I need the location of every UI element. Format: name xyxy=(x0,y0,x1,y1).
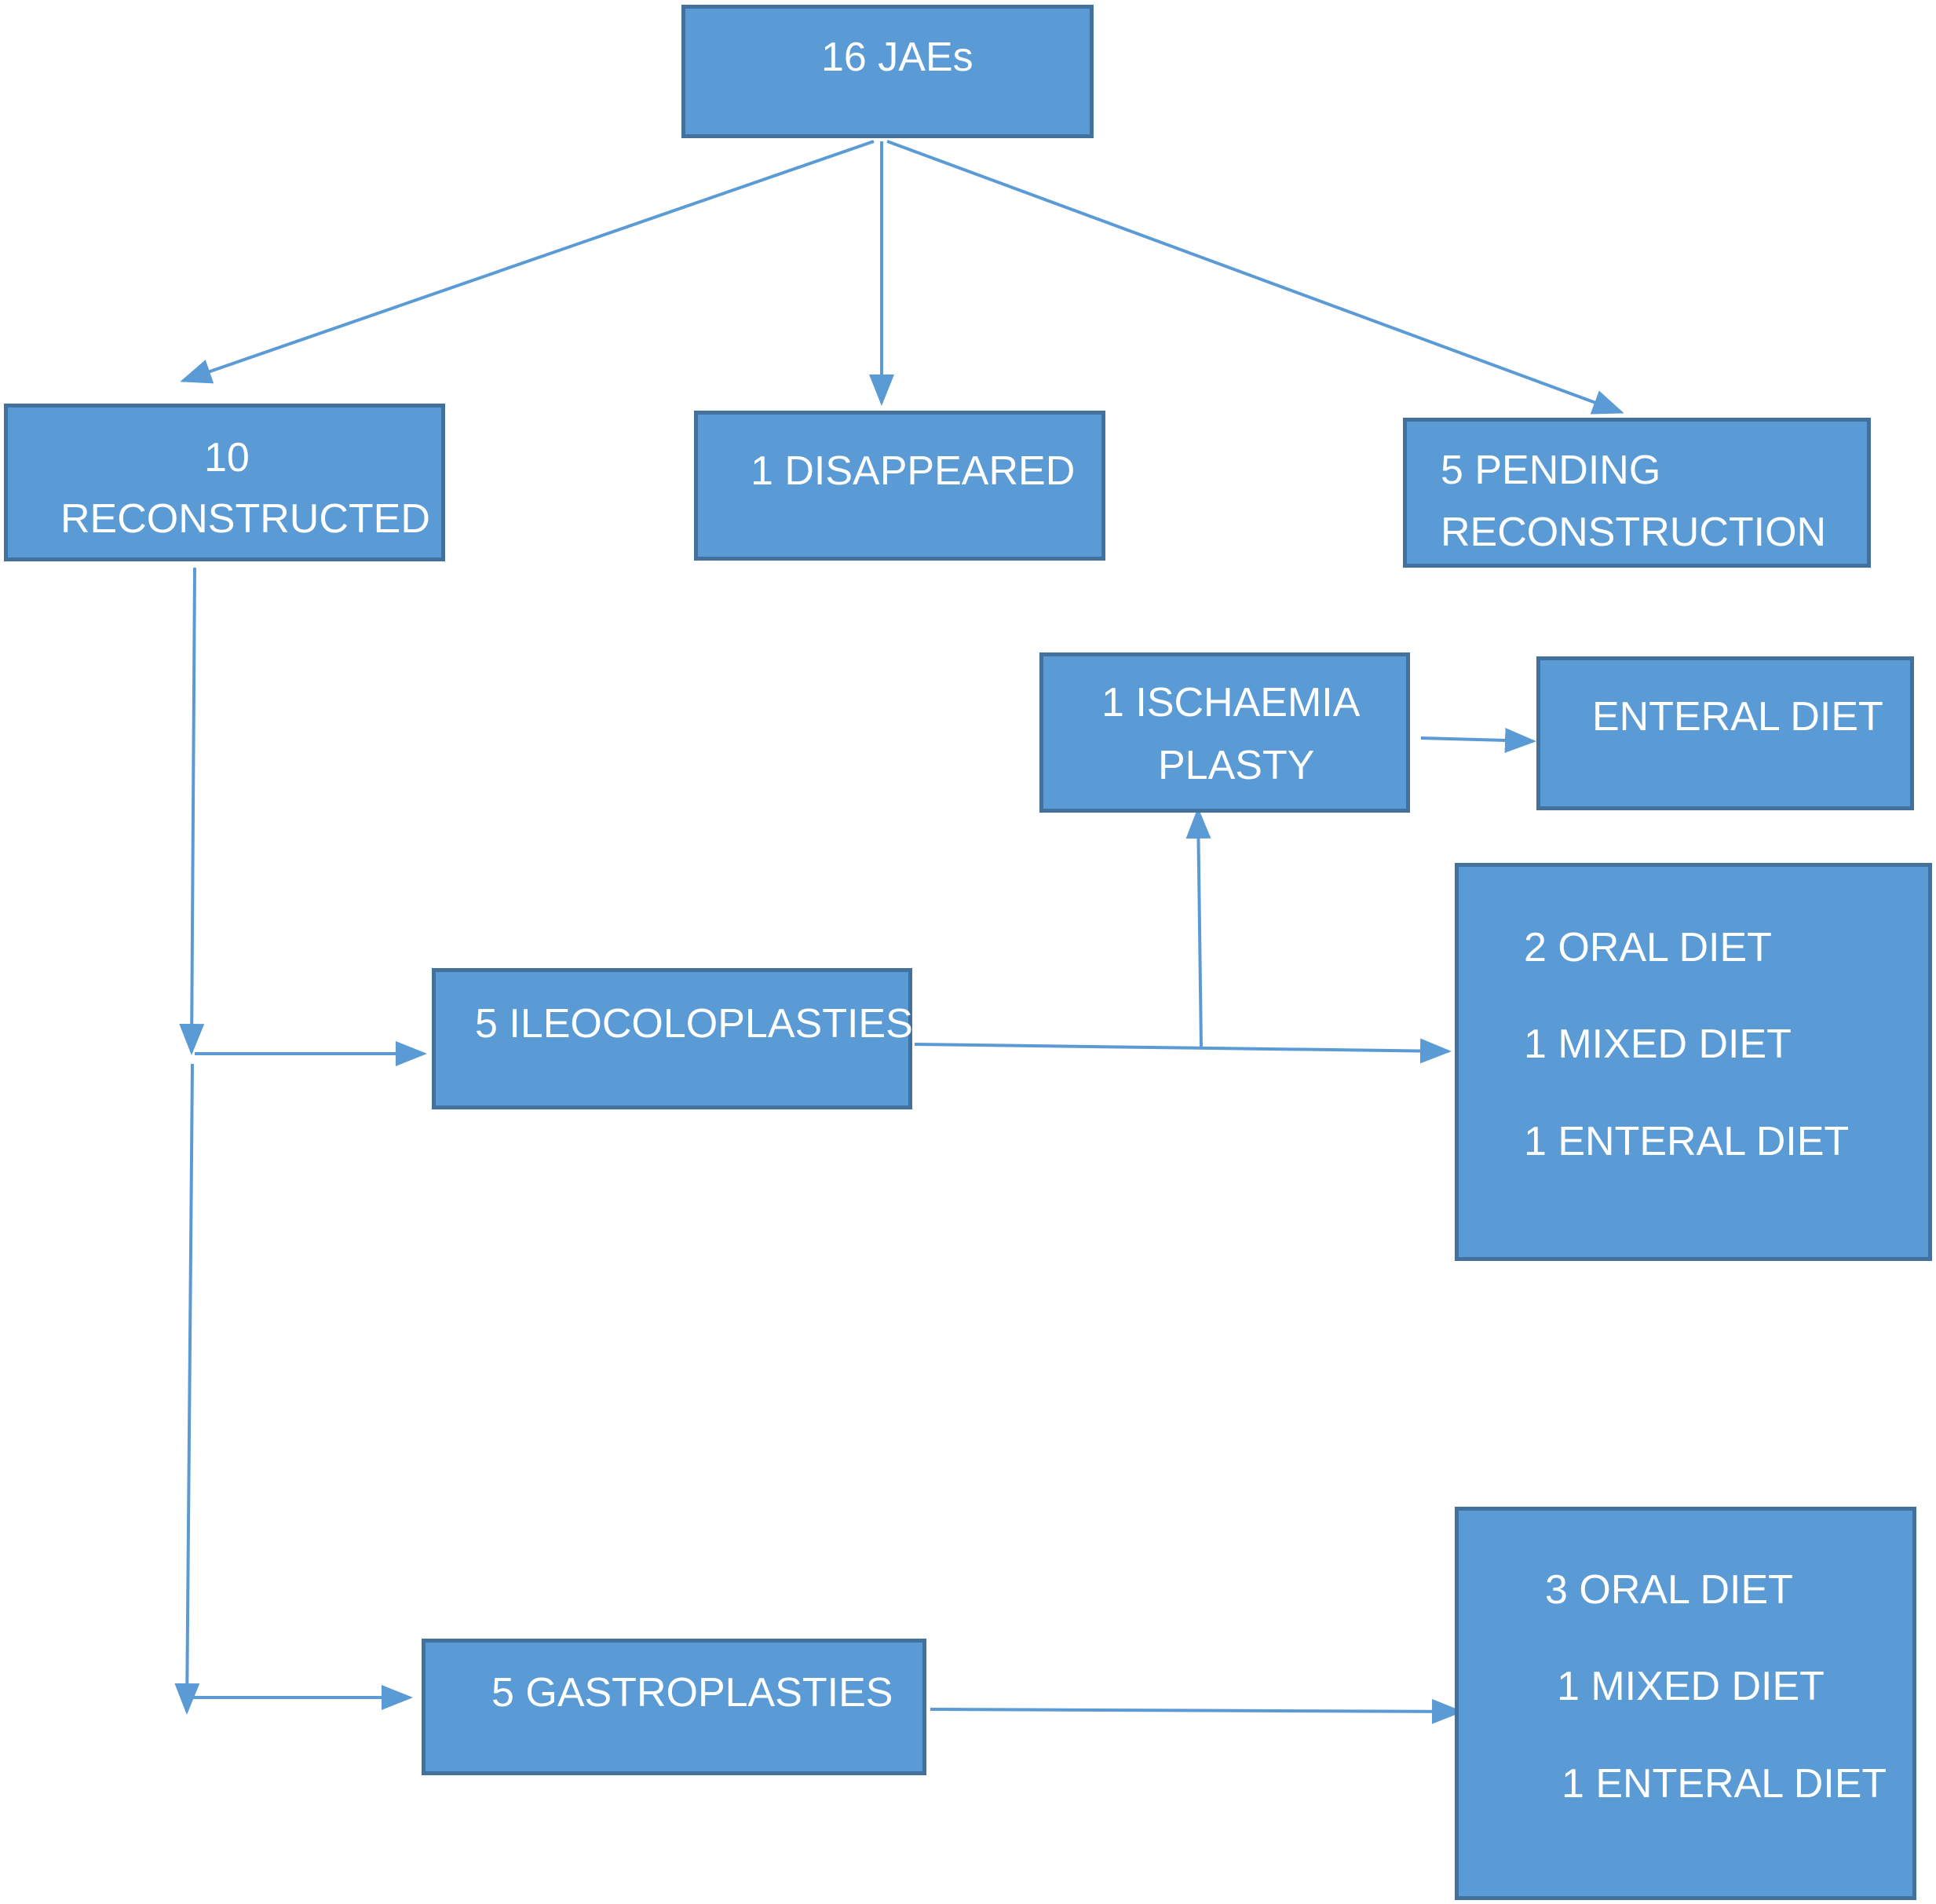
arrow-root-to-pending xyxy=(886,140,1624,415)
arrow-root-to-reconstructed xyxy=(180,140,875,384)
gastro-mixed-diet: 1 MIXED DIET xyxy=(1557,1664,1825,1709)
pending-box: 5 PENDING RECONSTRUCTION xyxy=(1403,418,1871,568)
gastroplasties-label: 5 GASTROPLASTIES xyxy=(491,1670,893,1716)
gastro-enteral-diet: 1 ENTERAL DIET xyxy=(1562,1761,1887,1807)
arrow-to-ischaemia xyxy=(1185,807,1211,1047)
ileo-enteral-diet: 1 ENTERAL DIET xyxy=(1524,1119,1850,1164)
ileocoloplasty-outcomes-box: 2 ORAL DIET 1 MIXED DIET 1 ENTERAL DIET xyxy=(1455,863,1932,1261)
arrow-reconstructed-down xyxy=(179,567,205,1055)
ischaemia-plasty-label: PLASTY xyxy=(1158,743,1315,788)
ileocoloplasties-box: 5 ILEOCOLOPLASTIES xyxy=(432,968,913,1109)
gastroplasty-outcomes-box: 3 ORAL DIET 1 MIXED DIET 1 ENTERAL DIET xyxy=(1455,1507,1916,1900)
enteral-diet-box: ENTERAL DIET xyxy=(1536,656,1914,810)
ischaemia-label: 1 ISCHAEMIA xyxy=(1101,680,1361,725)
ileo-mixed-diet: 1 MIXED DIET xyxy=(1524,1021,1792,1067)
enteral-diet-label: ENTERAL DIET xyxy=(1592,694,1883,740)
disappeared-label: 1 DISAPPEARED xyxy=(751,448,1076,494)
disappeared-box: 1 DISAPPEARED xyxy=(694,411,1105,561)
ileo-oral-diet: 2 ORAL DIET xyxy=(1524,925,1772,970)
root-label: 16 JAEs xyxy=(821,35,973,80)
ischaemia-box: 1 ISCHAEMIA PLASTY xyxy=(1039,652,1410,813)
arrow-gastroplasties-to-outcomes xyxy=(930,1698,1463,1724)
pending-count-label: 5 PENDING xyxy=(1441,448,1661,493)
arrow-ischaemia-to-enteral xyxy=(1420,727,1536,753)
gastroplasties-box: 5 GASTROPLASTIES xyxy=(422,1639,926,1775)
reconstructed-box: 10 RECONSTRUCTED xyxy=(4,404,445,561)
arrow-ileocoloplasties-to-outcomes xyxy=(914,1038,1452,1064)
root-box: 16 JAEs xyxy=(681,5,1094,138)
reconstructed-count: 10 xyxy=(204,435,250,481)
gastro-oral-diet: 3 ORAL DIET xyxy=(1545,1567,1793,1613)
ileocoloplasties-label: 5 ILEOCOLOPLASTIES xyxy=(475,1001,913,1047)
arrow-trunk-down xyxy=(174,1063,200,1715)
pending-label: RECONSTRUCTION xyxy=(1441,510,1827,555)
reconstructed-label: RECONSTRUCTED xyxy=(60,496,430,542)
